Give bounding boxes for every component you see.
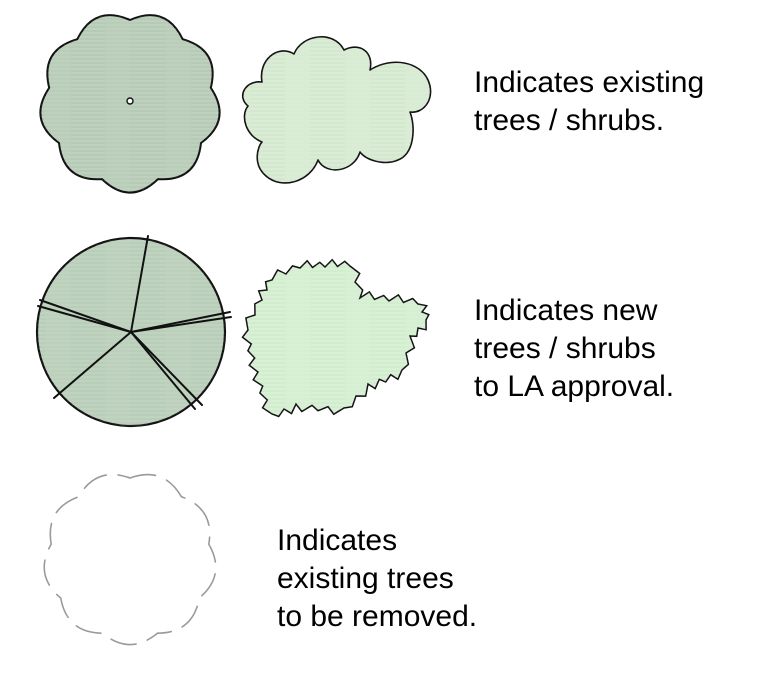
removed-trees-label-line-1: Indicates [277, 524, 398, 557]
existing-trees-label: Indicates existing trees / shrubs. [474, 64, 704, 140]
existing-shrub-icon [242, 36, 432, 184]
existing-trees-label-line-1: Indicates existing [474, 66, 705, 99]
new-trees-label-line-1: Indicates new [474, 294, 658, 327]
new-tree-icon [35, 235, 232, 428]
removed-tree-outline [43, 473, 217, 646]
removed-trees-label: Indicates existing trees to be removed. [277, 522, 477, 636]
canopy-branch-lines [37, 235, 232, 410]
trunk-marker-icon [126, 97, 134, 105]
removed-trees-label-line-3: to be removed. [277, 600, 478, 633]
removed-trees-label-line-2: existing trees [277, 562, 454, 595]
removed-tree-icon [43, 473, 217, 646]
new-trees-label: Indicates new trees / shrubs to LA appro… [474, 292, 674, 406]
existing-shrub-hatch [242, 36, 431, 183]
existing-tree-icon [39, 14, 221, 194]
new-shrub-icon [241, 258, 430, 418]
new-trees-label-line-2: trees / shrubs [474, 332, 656, 365]
new-shrub-hatch [242, 259, 429, 417]
existing-trees-label-line-2: trees / shrubs. [474, 104, 665, 137]
new-trees-label-line-3: to LA approval. [474, 370, 675, 403]
